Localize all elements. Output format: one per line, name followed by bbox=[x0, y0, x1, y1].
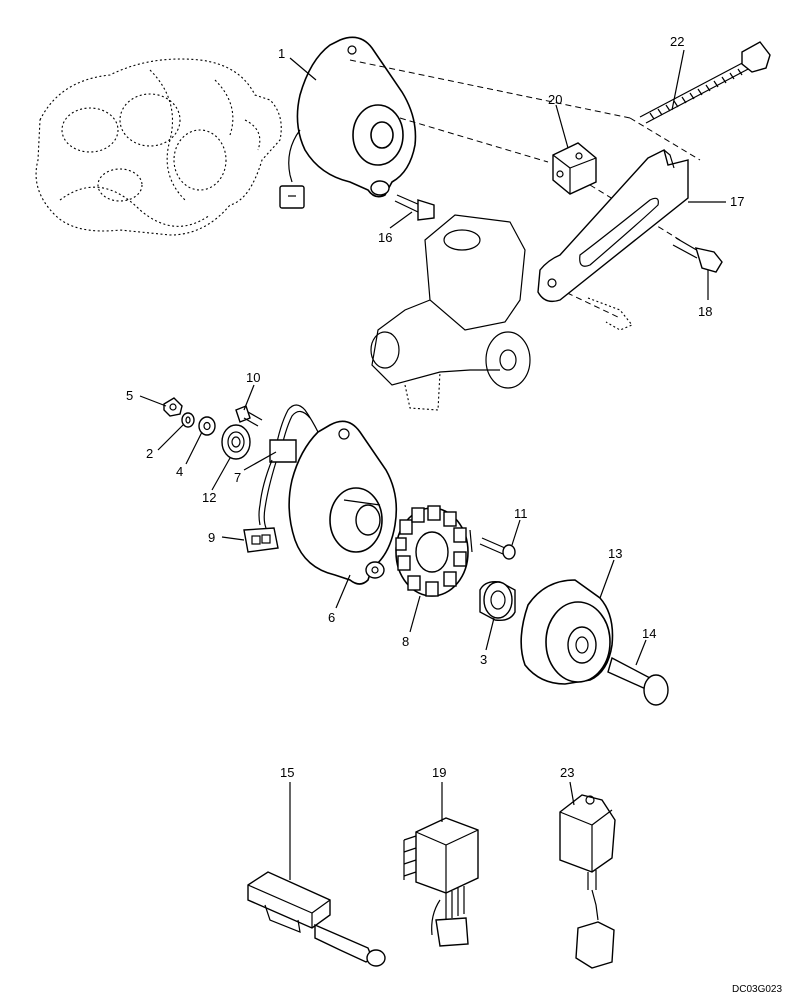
block-nut bbox=[552, 142, 597, 195]
connector-9 bbox=[243, 527, 279, 553]
wiring-harness-7 bbox=[258, 404, 319, 529]
rotor-13 bbox=[520, 579, 614, 685]
long-bolt bbox=[639, 41, 771, 124]
label-part-9: 9 bbox=[208, 530, 215, 545]
screw-10 bbox=[235, 405, 263, 427]
label-part-10: 10 bbox=[246, 370, 260, 385]
screw-11 bbox=[469, 529, 516, 560]
label-part-4: 4 bbox=[176, 464, 183, 479]
label-part-14: 14 bbox=[642, 626, 656, 641]
washer-4 bbox=[198, 416, 216, 436]
shaft-bolt-14 bbox=[607, 656, 669, 706]
label-part-22: 22 bbox=[670, 34, 684, 49]
label-part-17: 17 bbox=[730, 194, 744, 209]
label-part-18: 18 bbox=[698, 304, 712, 319]
flange-bolt-16 bbox=[394, 194, 435, 221]
part-number-labels: 1 22 20 17 16 18 5 10 2 4 7 12 9 11 13 6… bbox=[126, 34, 744, 780]
regulator-15 bbox=[247, 871, 386, 967]
spacer-3 bbox=[479, 580, 516, 622]
leader-lines bbox=[139, 49, 726, 880]
label-part-11: 11 bbox=[514, 506, 528, 521]
label-part-7: 7 bbox=[234, 470, 241, 485]
label-part-5: 5 bbox=[126, 388, 133, 403]
label-part-3: 3 bbox=[480, 652, 487, 667]
label-part-13: 13 bbox=[608, 546, 622, 561]
alignment-line bbox=[399, 117, 549, 163]
regulator-19 bbox=[403, 817, 479, 947]
label-part-19: 19 bbox=[432, 765, 446, 780]
label-part-15: 15 bbox=[280, 765, 294, 780]
alignment-line bbox=[349, 59, 631, 119]
relay-23 bbox=[559, 794, 616, 969]
alignment-line bbox=[629, 117, 701, 161]
adjusting-bracket bbox=[537, 148, 689, 303]
stator-8 bbox=[395, 505, 469, 597]
alternator-housing-6 bbox=[288, 420, 398, 585]
alternator-assembly bbox=[279, 36, 417, 209]
lock-washer-2 bbox=[181, 412, 195, 428]
label-part-6: 6 bbox=[328, 610, 335, 625]
label-part-12: 12 bbox=[202, 490, 216, 505]
label-part-1: 1 bbox=[278, 46, 285, 61]
bearing-12 bbox=[221, 424, 251, 460]
label-part-20: 20 bbox=[548, 92, 562, 107]
nut-5 bbox=[163, 397, 183, 417]
flange-bolt-18 bbox=[587, 237, 723, 331]
water-pump-ghost bbox=[370, 214, 531, 411]
document-id: DC03G023 bbox=[732, 984, 782, 995]
label-part-16: 16 bbox=[378, 230, 392, 245]
label-part-2: 2 bbox=[146, 446, 153, 461]
label-part-23: 23 bbox=[560, 765, 574, 780]
label-part-8: 8 bbox=[402, 634, 409, 649]
engine-block-ghost bbox=[35, 58, 282, 236]
